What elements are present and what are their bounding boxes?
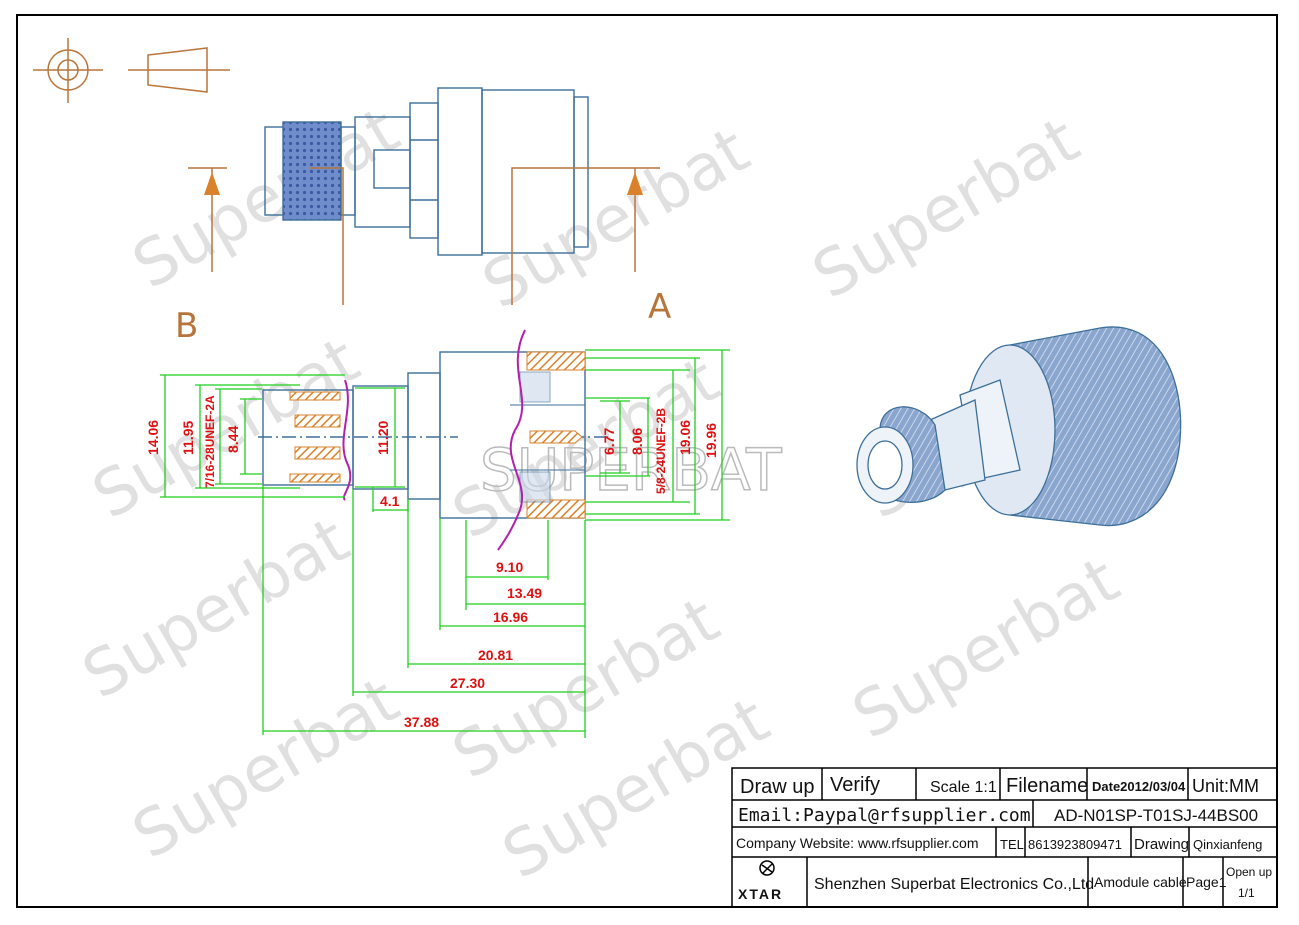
dimension-labels: 14.06 11.95 7/16-28UNEF-2A 8.44 11.20 4.… [145, 395, 719, 730]
watermark: Superbat [121, 94, 411, 304]
dim-thread-right: 5/8-24UNEF-2B [654, 408, 668, 494]
unit-label: Unit:MM [1192, 776, 1259, 796]
section-markers [188, 167, 660, 305]
page-label: Page1 [1186, 874, 1227, 890]
product-name: Amodule cable [1094, 874, 1187, 890]
dim-37-88: 37.88 [404, 714, 439, 730]
section-label-b: B [175, 306, 198, 346]
watermark: Superbat [121, 664, 411, 874]
title-block-text: Draw up Verify Scale 1:1 Filename Date20… [736, 774, 1272, 902]
dim-19-06: 19.06 [677, 420, 693, 455]
sheet-border [16, 14, 1278, 908]
dim-20-81: 20.81 [478, 647, 513, 663]
logo-text: XTAR [738, 886, 783, 902]
part-number: AD-N01SP-T01SJ-44BS00 [1054, 806, 1258, 825]
date-label: Date2012/03/04 [1092, 779, 1186, 794]
draw-up-label: Draw up [740, 776, 814, 798]
dim-14-06: 14.06 [145, 420, 161, 455]
verify-label: Verify [830, 774, 880, 796]
knurled-coupling-nut [282, 121, 342, 221]
cross-section-view [258, 329, 610, 551]
open-up-label: Open up [1226, 865, 1272, 879]
scale-label: Scale 1:1 [930, 779, 997, 796]
adapter-3d-render [856, 326, 1182, 527]
xtar-logo-icon [759, 860, 775, 876]
website-label: Company Website: www.rfsupplier.com [736, 835, 979, 851]
watermark: Superbat [841, 544, 1131, 754]
dim-4-1: 4.1 [380, 493, 400, 509]
company-name: Shenzhen Superbat Electronics Co.,Ltd [814, 876, 1094, 893]
drawing-label: Drawing [1134, 836, 1189, 853]
drawer-name: Qinxianfeng [1193, 837, 1262, 852]
dim-16-96: 16.96 [493, 609, 528, 625]
projection-symbol [33, 38, 230, 103]
dim-thread-left: 7/16-28UNEF-2A [203, 395, 217, 488]
dimension-lines [160, 349, 730, 738]
dim-13-49: 13.49 [507, 585, 542, 601]
email-label: Email:Paypal@rfsupplier.com [738, 805, 1031, 826]
section-label-a: A [648, 287, 671, 327]
filename-label: Filename [1006, 775, 1088, 797]
dim-27-30: 27.30 [450, 675, 485, 691]
tel-label: TEL [1000, 837, 1024, 852]
dim-8-06: 8.06 [629, 428, 645, 455]
dim-19-96: 19.96 [703, 423, 719, 458]
dim-11-20: 11.20 [375, 421, 391, 455]
dim-8-44: 8.44 [225, 426, 241, 453]
dim-6-77: 6.77 [601, 428, 617, 455]
dim-11-95: 11.95 [180, 421, 196, 455]
watermark: Superbat [71, 504, 361, 714]
side-view [264, 87, 589, 256]
dim-9-10: 9.10 [496, 559, 523, 575]
watermark: Superbat [471, 114, 761, 324]
open-up-value: 1/1 [1238, 886, 1255, 900]
title-block [731, 767, 1278, 908]
tel-number: 8613923809471 [1028, 837, 1122, 852]
watermark: Superbat [801, 104, 1091, 314]
